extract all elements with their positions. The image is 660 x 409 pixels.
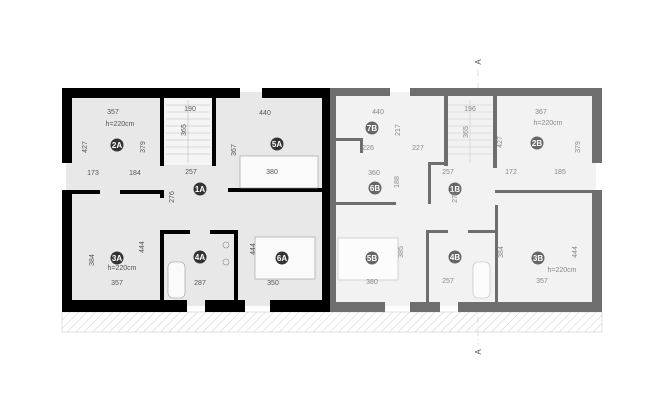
dimension: 257 xyxy=(442,169,454,176)
dimension: 357 xyxy=(111,280,123,287)
room-label: 5A xyxy=(272,140,282,149)
dimension: 173 xyxy=(87,170,99,177)
dimension: h=220cm xyxy=(108,265,137,272)
dimension: 380 xyxy=(266,169,278,176)
dimension: 384 xyxy=(89,254,96,266)
dimension: 365 xyxy=(181,124,188,136)
room-label: 6A xyxy=(277,254,287,263)
dimension: 227 xyxy=(412,145,424,152)
dimension: 217 xyxy=(395,124,402,136)
walls-unit-a xyxy=(62,88,332,312)
dimension: 276 xyxy=(169,191,176,203)
room-label: 4B xyxy=(450,253,460,262)
dimension: 287 xyxy=(194,280,206,287)
dimension: 444 xyxy=(139,241,146,253)
dimension: 444 xyxy=(250,243,257,255)
room-label: 6B xyxy=(370,184,380,193)
dimension: 365 xyxy=(463,126,470,138)
room-label: 1A xyxy=(195,185,205,194)
room-labels-unit-a: 1A 2A 3A 4A 5A 6A xyxy=(110,137,289,265)
sink xyxy=(222,258,230,266)
room-label: 1B xyxy=(450,185,460,194)
dimension: 226 xyxy=(362,145,374,152)
dimension: 196 xyxy=(464,106,476,113)
dimension: 384 xyxy=(498,246,505,258)
dimension: 276 xyxy=(452,191,459,203)
dimension: 360 xyxy=(368,170,380,177)
dimension: 379 xyxy=(140,141,147,153)
room-label: 2B xyxy=(532,139,542,148)
room-label: 4A xyxy=(195,253,205,262)
dimension: 385 xyxy=(398,246,405,258)
dimension: 379 xyxy=(575,141,582,153)
dimension: 172 xyxy=(505,169,517,176)
sink xyxy=(222,241,230,249)
dimensions-unit-a: 357 h=220cm 427 379 190 365 173 184 257 … xyxy=(82,106,279,287)
roof-overhang xyxy=(61,311,603,333)
section-marker-top: A xyxy=(474,59,483,65)
dimension: 367 xyxy=(231,144,238,156)
unit-b: 1B 2B 3B 4B 5B 6B 7B 440 217 227 226 360… xyxy=(330,88,602,312)
stairs xyxy=(448,100,492,163)
room-label: 3A xyxy=(112,254,122,263)
room-label: 3B xyxy=(533,254,543,263)
section-marker-bottom: A xyxy=(474,349,483,355)
dimension: 427 xyxy=(497,136,504,148)
dimension: 357 xyxy=(107,109,119,116)
dimension: 257 xyxy=(185,169,197,176)
dimension: 257 xyxy=(442,278,454,285)
bathtub xyxy=(472,261,491,299)
dimension: 185 xyxy=(554,169,566,176)
walls-unit-b xyxy=(330,88,602,312)
dimension: 380 xyxy=(366,279,378,286)
dimension: 427 xyxy=(82,141,89,153)
dimension: h=220cm xyxy=(106,121,135,128)
dimension: h=220cm xyxy=(548,267,577,274)
dimension: 184 xyxy=(129,170,141,177)
stairs xyxy=(166,100,210,163)
dimension: 367 xyxy=(535,109,547,116)
dimension: 440 xyxy=(259,110,271,117)
dimension: 190 xyxy=(184,106,196,113)
bed xyxy=(239,155,319,189)
unit-a: 1A 2A 3A 4A 5A 6A 357 h=220cm 427 379 19… xyxy=(62,88,332,312)
room-label: 5B xyxy=(367,254,377,263)
room-label: 7B xyxy=(367,124,377,133)
dimension: 188 xyxy=(394,176,401,188)
dimension: 444 xyxy=(572,246,579,258)
room-labels-unit-b: 1B 2B 3B 4B 5B 6B 7B xyxy=(365,121,545,265)
dimension: 350 xyxy=(267,280,279,287)
dimension: h=220cm xyxy=(534,120,563,127)
dimensions-unit-b: 440 217 227 226 360 188 196 365 257 276 … xyxy=(362,106,582,286)
room-label: 2A xyxy=(112,141,122,150)
dimension: 357 xyxy=(536,278,548,285)
bathtub xyxy=(167,261,186,299)
dimension: 440 xyxy=(372,109,384,116)
